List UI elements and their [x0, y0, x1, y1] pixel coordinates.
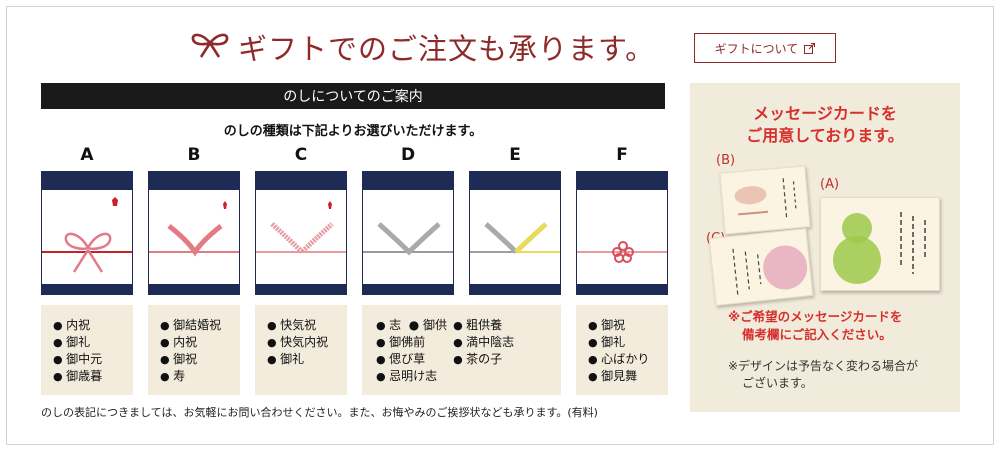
message-card-disclaimer: ※デザインは予告なく変わる場合が ございます。 — [728, 359, 919, 390]
list-item: 快気祝 — [267, 317, 347, 334]
list-item: 内祝 — [53, 317, 133, 334]
external-link-icon — [804, 42, 816, 54]
noshi-card-e — [469, 171, 561, 295]
card-label-b: (B) — [716, 153, 736, 168]
pink-tie-mizuhiki-icon — [256, 201, 346, 256]
red-bow-mizuhiki-icon — [42, 197, 132, 273]
noshi-card-f — [576, 171, 668, 295]
list-item: 御結婚祝 — [160, 317, 240, 334]
noshi-card-d — [362, 171, 454, 295]
list-item: 志 ● 御供 — [376, 317, 447, 334]
list-item: 茶の子 — [453, 351, 514, 368]
list-item: 寿 — [160, 368, 240, 385]
list-item: 御祝 — [588, 317, 668, 334]
noshi-card-a — [41, 171, 133, 295]
noshi-type-d: D — [362, 145, 454, 295]
type-letter: B — [187, 145, 201, 165]
type-letter: A — [80, 145, 94, 165]
pink-knot-mizuhiki-icon — [149, 201, 239, 257]
noshi-card-c — [255, 171, 347, 295]
list-item: 御祝 — [160, 351, 240, 368]
page-title: ギフトでのご注文も承ります。 — [238, 32, 656, 66]
type-letter: E — [509, 145, 521, 165]
gray-mizuhiki-icon — [363, 222, 453, 256]
list-item: 満中陰志 — [453, 334, 514, 351]
gray-yellow-mizuhiki-icon — [470, 222, 560, 254]
about-gift-button[interactable]: ギフトについて — [694, 33, 836, 63]
gift-header: ギフトでのご注文も承ります。 ギフトについて — [0, 18, 1000, 66]
noshi-list-d-col1: 志 ● 御供 御佛前 偲び草 忌明け志 — [376, 317, 447, 395]
list-item: 御歳暮 — [53, 368, 133, 385]
noshi-note: のしの表記につきましては、お気軽にお問い合わせください。また、お悔やみのご挨拶状… — [41, 406, 598, 419]
noshi-list-b: 御結婚祝 内祝 御祝 寿 — [148, 305, 240, 395]
noshi-type-b: B — [148, 145, 240, 295]
noshi-list-f: 御祝 御礼 心ばかり 御見舞 — [576, 305, 668, 395]
noshi-card-b — [148, 171, 240, 295]
noshi-intro: のしの種類は下記よりお選びいただけます。 — [223, 124, 483, 139]
message-card-a-image — [820, 197, 940, 291]
about-gift-label: ギフトについて — [714, 41, 799, 56]
list-item: 御中元 — [53, 351, 133, 368]
list-item: 偲び草 — [376, 351, 447, 368]
list-item: 御礼 — [588, 334, 668, 351]
list-item: 粗供養 — [453, 317, 514, 334]
list-item: 御見舞 — [588, 368, 668, 385]
list-item: 御礼 — [267, 351, 347, 368]
plum-knot-mizuhiki-icon — [577, 241, 667, 263]
list-item: 御佛前 — [376, 334, 447, 351]
list-item: 心ばかり — [588, 351, 668, 368]
type-letter: F — [616, 145, 628, 165]
message-card-title: メッセージカードを ご用意しております。 — [746, 104, 904, 145]
message-card-request: ※ご希望のメッセージカードを 備考欄にご記入ください。 — [728, 309, 903, 342]
card-label-a: (A) — [820, 177, 840, 192]
noshi-list-a: 内祝 御礼 御中元 御歳暮 — [41, 305, 133, 395]
noshi-list-d-col2: 粗供養 満中陰志 茶の子 — [453, 317, 514, 395]
message-card-c-image — [708, 228, 814, 306]
noshi-type-f: F — [576, 145, 668, 295]
noshi-type-a: A — [41, 145, 133, 295]
list-item: 内祝 — [160, 334, 240, 351]
noshi-type-e: E — [469, 145, 561, 295]
list-item: 快気内祝 — [267, 334, 347, 351]
message-card-b-image — [719, 165, 811, 235]
type-letter: D — [400, 145, 416, 165]
noshi-section-title: のしについてのご案内 — [41, 83, 665, 109]
type-letter: C — [294, 145, 308, 165]
message-card-panel: メッセージカードを ご用意しております。 (B) (A) (C) — [690, 83, 960, 412]
list-item: 御礼 — [53, 334, 133, 351]
ribbon-bow-icon — [191, 33, 229, 58]
list-item: 忌明け志 — [376, 368, 447, 385]
noshi-type-c: C — [255, 145, 347, 295]
noshi-list-c: 快気祝 快気内祝 御礼 — [255, 305, 347, 395]
noshi-list-de: 志 ● 御供 御佛前 偲び草 忌明け志 粗供養 満中陰志 茶の子 — [362, 305, 561, 395]
